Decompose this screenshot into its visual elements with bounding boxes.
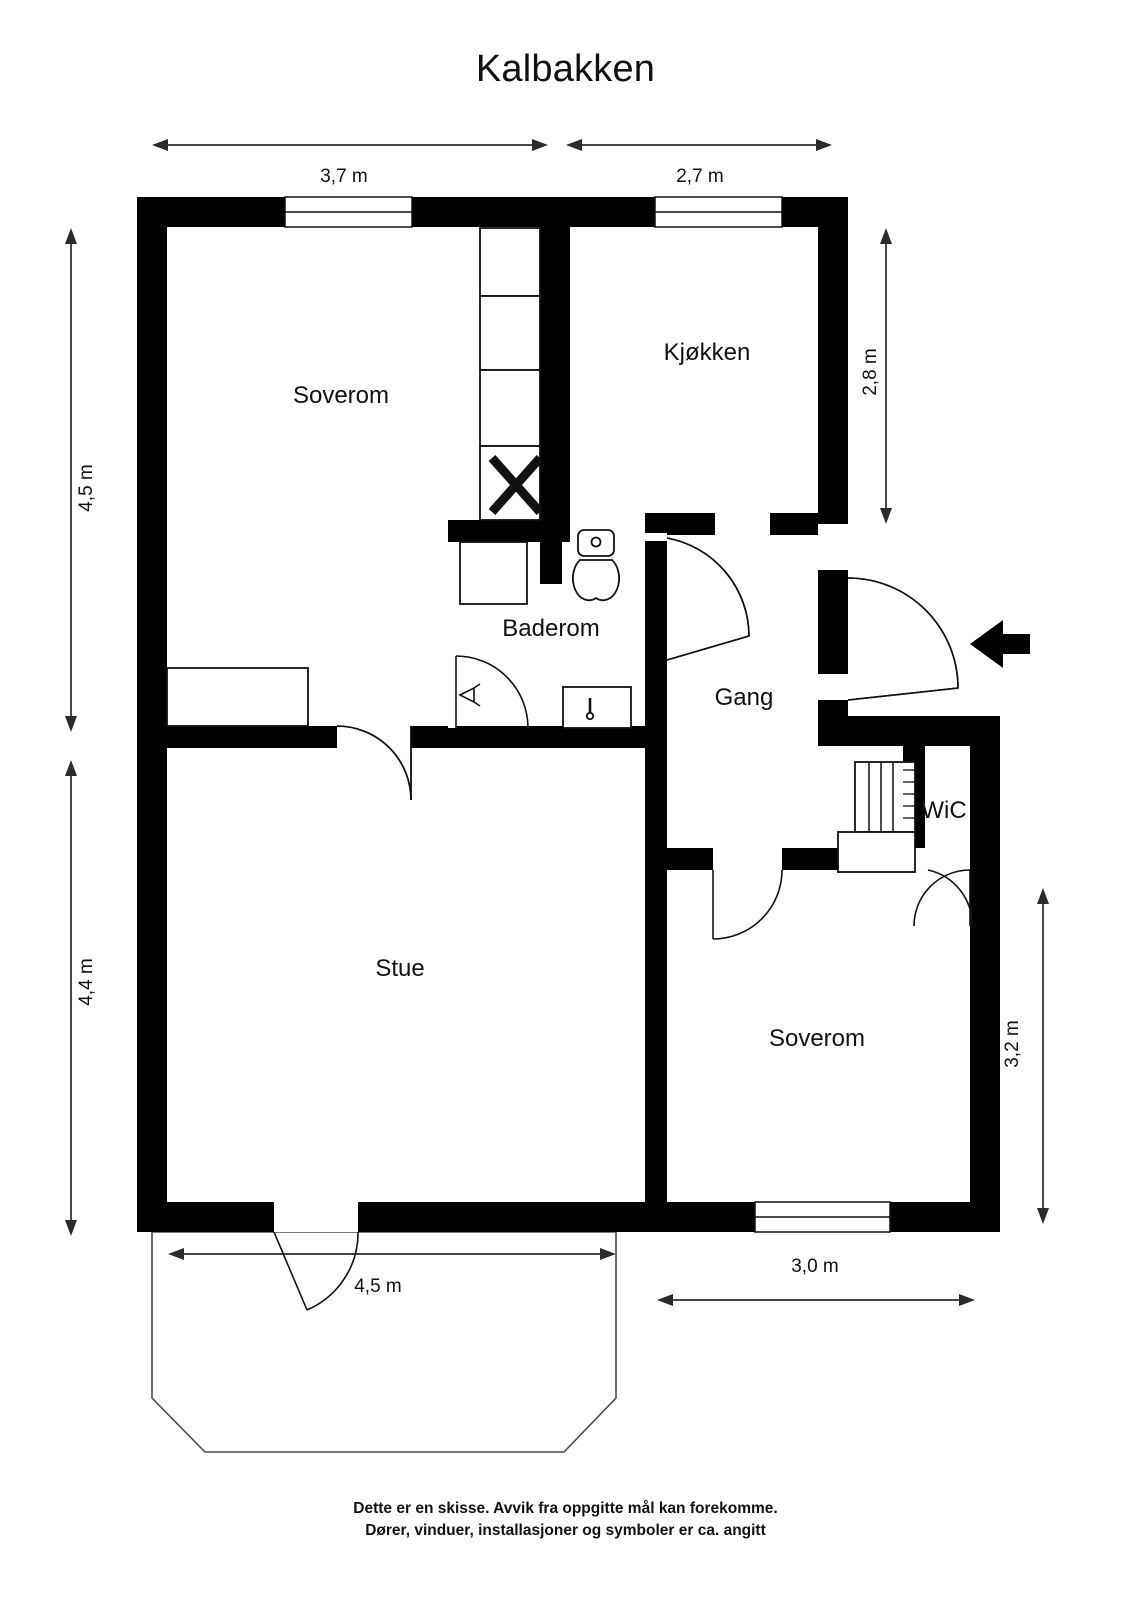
dimension-lines: [65, 139, 1049, 1306]
dimension-label-bottom-left: 4,5 m: [354, 1276, 402, 1297]
floorplan-drawing: Soverom Kjøkken Baderom Gang WiC Stue So…: [65, 139, 1049, 1453]
door-soverom-lower: [712, 848, 783, 940]
footer-disclaimer: Dette er en skisse. Avvik fra oppgitte m…: [0, 1498, 1131, 1542]
room-label-soverom-upper: Soverom: [293, 382, 389, 409]
dimension-label-top-left: 3,7 m: [320, 166, 368, 187]
room-label-kjokken: Kjøkken: [664, 339, 751, 366]
door-baderom-gang: [645, 533, 750, 661]
dimension-labels: 3,7 m 2,7 m 4,5 m 4,4 m 2,8 m 3,2 m 4,5 …: [76, 166, 1023, 1297]
door-soverom-upper: [336, 725, 412, 801]
door-wic: [913, 848, 973, 929]
dimension-label-left-lower: 4,4 m: [76, 958, 97, 1006]
radiator-fixture: [837, 761, 916, 873]
door-terrace: [273, 1202, 359, 1311]
fixtures: [166, 227, 1030, 873]
page-title: Kalbakken: [475, 48, 656, 90]
room-label-soverom-lower: Soverom: [769, 1025, 865, 1052]
window-soverom-top: [284, 196, 413, 228]
room-label-wic: WiC: [921, 797, 966, 824]
toilet-fixture: [572, 529, 620, 602]
vanity-fixture: [459, 541, 528, 605]
room-labels: Soverom Kjøkken Baderom Gang WiC Stue So…: [293, 339, 967, 1052]
room-label-gang: Gang: [715, 684, 774, 711]
door-entrance: [818, 524, 959, 701]
windows: [284, 196, 891, 1233]
room-label-stue: Stue: [375, 955, 424, 982]
bed-fixture: [166, 667, 309, 727]
terrace-outline: [151, 1231, 617, 1453]
window-soverom-bottom: [754, 1201, 891, 1233]
chimney-marker: [479, 227, 544, 521]
footer-line-1: Dette er en skisse. Avvik fra oppgitte m…: [353, 1500, 778, 1517]
doors: [273, 524, 973, 1311]
vent-symbol-icon: [458, 683, 481, 707]
dimension-label-right-upper: 2,8 m: [860, 348, 881, 396]
window-kjokken-top: [654, 196, 783, 228]
sink-fixture: [562, 686, 632, 729]
dimension-label-bottom-right: 3,0 m: [791, 1256, 839, 1277]
walls: [137, 197, 1000, 1232]
dimension-label-left-upper: 4,5 m: [76, 464, 97, 512]
entrance-direction-arrow: [970, 620, 1030, 668]
dimension-label-right-lower: 3,2 m: [1002, 1020, 1023, 1068]
door-baderom: [448, 655, 529, 729]
room-label-baderom: Baderom: [502, 615, 599, 642]
footer-line-2: Dører, vinduer, installasjoner og symbol…: [365, 1522, 766, 1539]
dimension-label-top-right: 2,7 m: [676, 166, 724, 187]
